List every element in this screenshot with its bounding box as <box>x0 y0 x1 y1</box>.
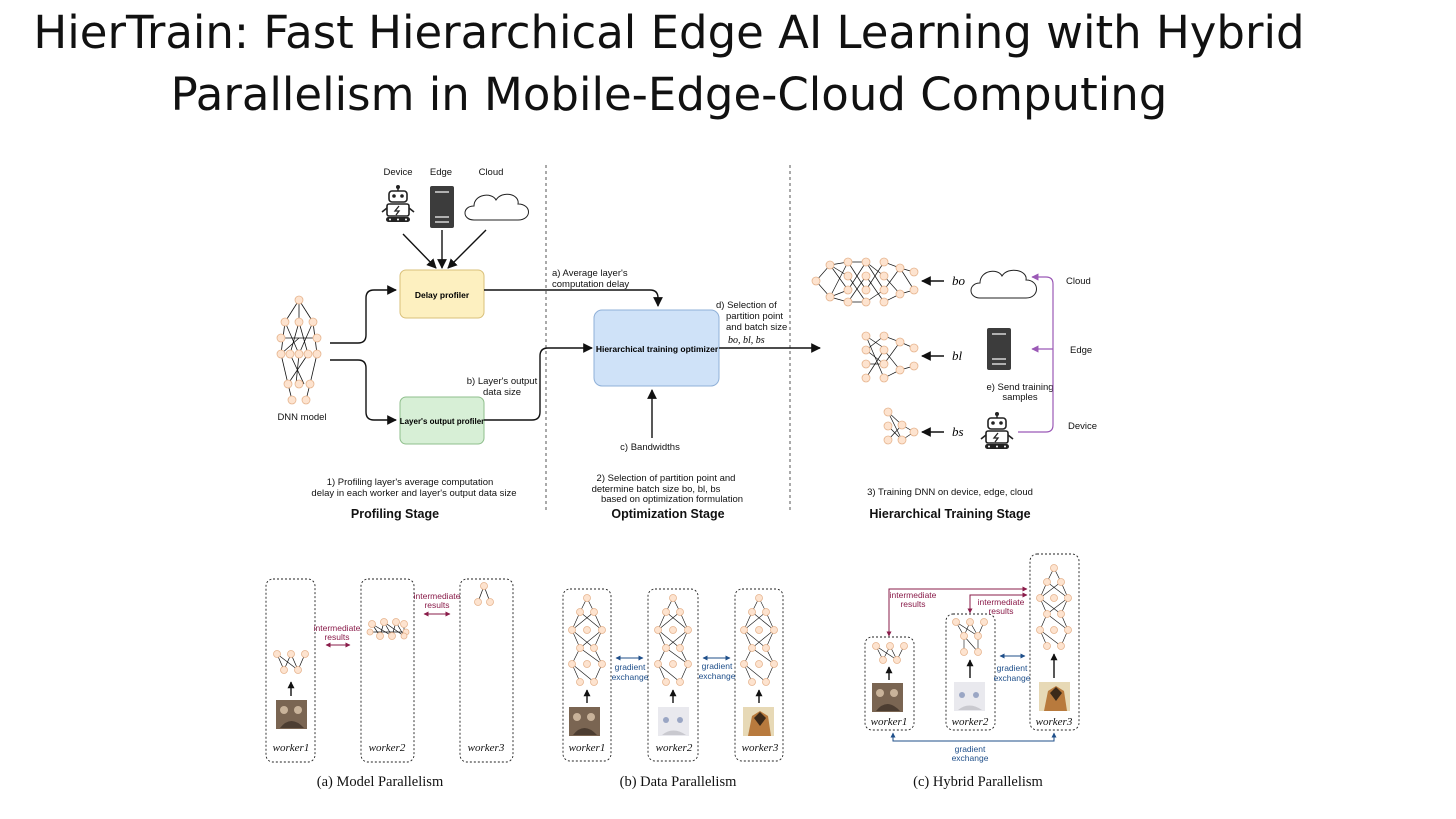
optimization-stage-title: Optimization Stage <box>611 507 724 521</box>
training-robot-icon <box>980 412 1014 449</box>
panel-c-gradient-2-line1: gradient <box>955 744 986 754</box>
caption-c: (c) Hybrid Parallelism <box>913 774 1043 790</box>
slide-title: HierTrain: Fast Hierarchical Edge AI Lea… <box>0 2 1338 126</box>
panel-a-worker3-box <box>459 578 514 763</box>
edge-dnn-horizontal <box>861 331 919 383</box>
profiling-desc-1: 1) Profiling layer's average computation <box>327 477 494 488</box>
tier-device-label: Device <box>1068 421 1097 432</box>
label-d-2: partition point <box>726 311 783 322</box>
output-profiler-label: Layer's output profiler <box>400 417 485 426</box>
panel-c-gradient-1-line2: exchange <box>994 673 1031 683</box>
send-samples-label-1: e) Send training <box>986 382 1053 393</box>
panel-c-intermediate-2-line2: results <box>988 606 1013 616</box>
device-dnn-horizontal <box>883 407 919 445</box>
edge-label: Edge <box>430 167 452 178</box>
panel-a-worker1-layers <box>273 650 309 674</box>
batch-size-bl: bl <box>952 348 963 363</box>
dnn-model <box>276 295 322 405</box>
panel-c-worker1-label: worker1 <box>871 716 908 728</box>
label-a-1: a) Average layer's <box>552 268 628 279</box>
panel-b-gradient-1-line1: gradient <box>615 662 646 672</box>
label-d-1: d) Selection of <box>716 300 777 311</box>
label-b-2: data size <box>483 387 521 398</box>
panel-a-intermediate-2-line1: intermediate <box>414 591 461 601</box>
panel-c-worker2-label: worker2 <box>952 716 989 728</box>
title-line-1: HierTrain: Fast Hierarchical Edge AI Lea… <box>33 6 1305 59</box>
panel-a-worker1-label: worker1 <box>273 742 310 754</box>
panel-b-worker1-dnn <box>568 594 606 686</box>
panel-c-worker3-box <box>1029 553 1080 731</box>
panel-c-gradient-2-line2: exchange <box>952 753 989 763</box>
panel-a-intermediate-1-line1: intermediate <box>314 623 361 633</box>
panel-a-worker1-box <box>265 578 316 763</box>
panel-b-gradient-2-line1: gradient <box>702 661 733 671</box>
panel-a-worker2-layers <box>366 618 410 640</box>
caption-b: (b) Data Parallelism <box>620 774 737 790</box>
cloud-icon <box>464 193 529 221</box>
optimization-desc-1: 2) Selection of partition point and <box>597 473 736 484</box>
optimization-desc-2: determine batch size bo, bl, bs <box>592 484 721 495</box>
panel-b-worker3-label: worker3 <box>742 742 779 754</box>
label-d-4: bo, bl, bs <box>728 335 765 346</box>
panel-a-worker2-label: worker2 <box>369 742 406 754</box>
panel-b-worker3-dnn <box>740 594 778 686</box>
panel-a-worker3-layers <box>474 582 494 606</box>
server-icon <box>430 186 454 228</box>
panel-a-intermediate-2-line2: results <box>424 600 449 610</box>
training-cloud-icon <box>970 269 1037 299</box>
batch-size-bo: bo <box>952 273 966 288</box>
panel-c-worker1-dnn <box>872 642 908 664</box>
panel-b-worker2-dnn <box>654 594 692 686</box>
panel-b-worker3-box <box>734 588 784 762</box>
delay-profiler-label: Delay profiler <box>415 290 470 300</box>
caption-a: (a) Model Parallelism <box>317 774 444 790</box>
training-desc: 3) Training DNN on device, edge, cloud <box>867 487 1033 498</box>
panel-b-gradient-1-line2: exchange <box>612 672 649 682</box>
training-server-icon <box>987 328 1011 370</box>
label-b-1: b) Layer's output <box>467 376 538 387</box>
full-dnn-horizontal <box>811 257 919 307</box>
label-a-2: computation delay <box>552 279 629 290</box>
optimizer-label: Hierarchical training optimizer <box>596 344 719 354</box>
panel-c-worker3-dnn <box>1036 564 1072 650</box>
dnn-model-label: DNN model <box>277 412 326 423</box>
delay-profiler-box <box>399 269 485 319</box>
batch-size-bs: bs <box>952 424 964 439</box>
panel-b-gradient-2-line2: exchange <box>699 671 736 681</box>
tier-edge-label: Edge <box>1070 345 1092 356</box>
title-line-2: Parallelism in Mobile-Edge-Cloud Computi… <box>170 68 1168 121</box>
label-d-3: and batch size <box>726 322 787 333</box>
device-label: Device <box>383 167 412 178</box>
panel-a-intermediate-1-line2: results <box>324 632 349 642</box>
panel-c-worker2-dnn <box>952 618 988 656</box>
panel-c-intermediate-1-line1: intermediate <box>890 590 937 600</box>
panel-b-worker1-label: worker1 <box>569 742 606 754</box>
panel-c-intermediate-1-line2: results <box>900 599 925 609</box>
panel-b-worker2-box <box>647 588 699 762</box>
panel-c-worker1-box <box>864 636 915 731</box>
optimization-desc-3: based on optimization formulation <box>601 494 743 505</box>
training-stage-title: Hierarchical Training Stage <box>869 507 1030 521</box>
profiling-desc-2: delay in each worker and layer's output … <box>311 488 516 499</box>
panel-c-intermediate-2-line1: intermediate <box>978 597 1025 607</box>
panel-a-worker2-box <box>360 578 415 763</box>
send-samples-label-2: samples <box>1002 392 1038 403</box>
tier-cloud-label: Cloud <box>1066 276 1091 287</box>
profiling-stage-title: Profiling Stage <box>351 507 439 521</box>
panel-b-worker1-box <box>562 588 612 762</box>
label-c: c) Bandwidths <box>620 442 680 453</box>
robot-icon <box>381 185 415 222</box>
panel-c-gradient-1-line1: gradient <box>997 663 1028 673</box>
panel-a-worker3-label: worker3 <box>468 742 505 754</box>
panel-b-worker2-label: worker2 <box>656 742 693 754</box>
cloud-label: Cloud <box>479 167 504 178</box>
panel-c-worker3-label: worker3 <box>1036 716 1073 728</box>
